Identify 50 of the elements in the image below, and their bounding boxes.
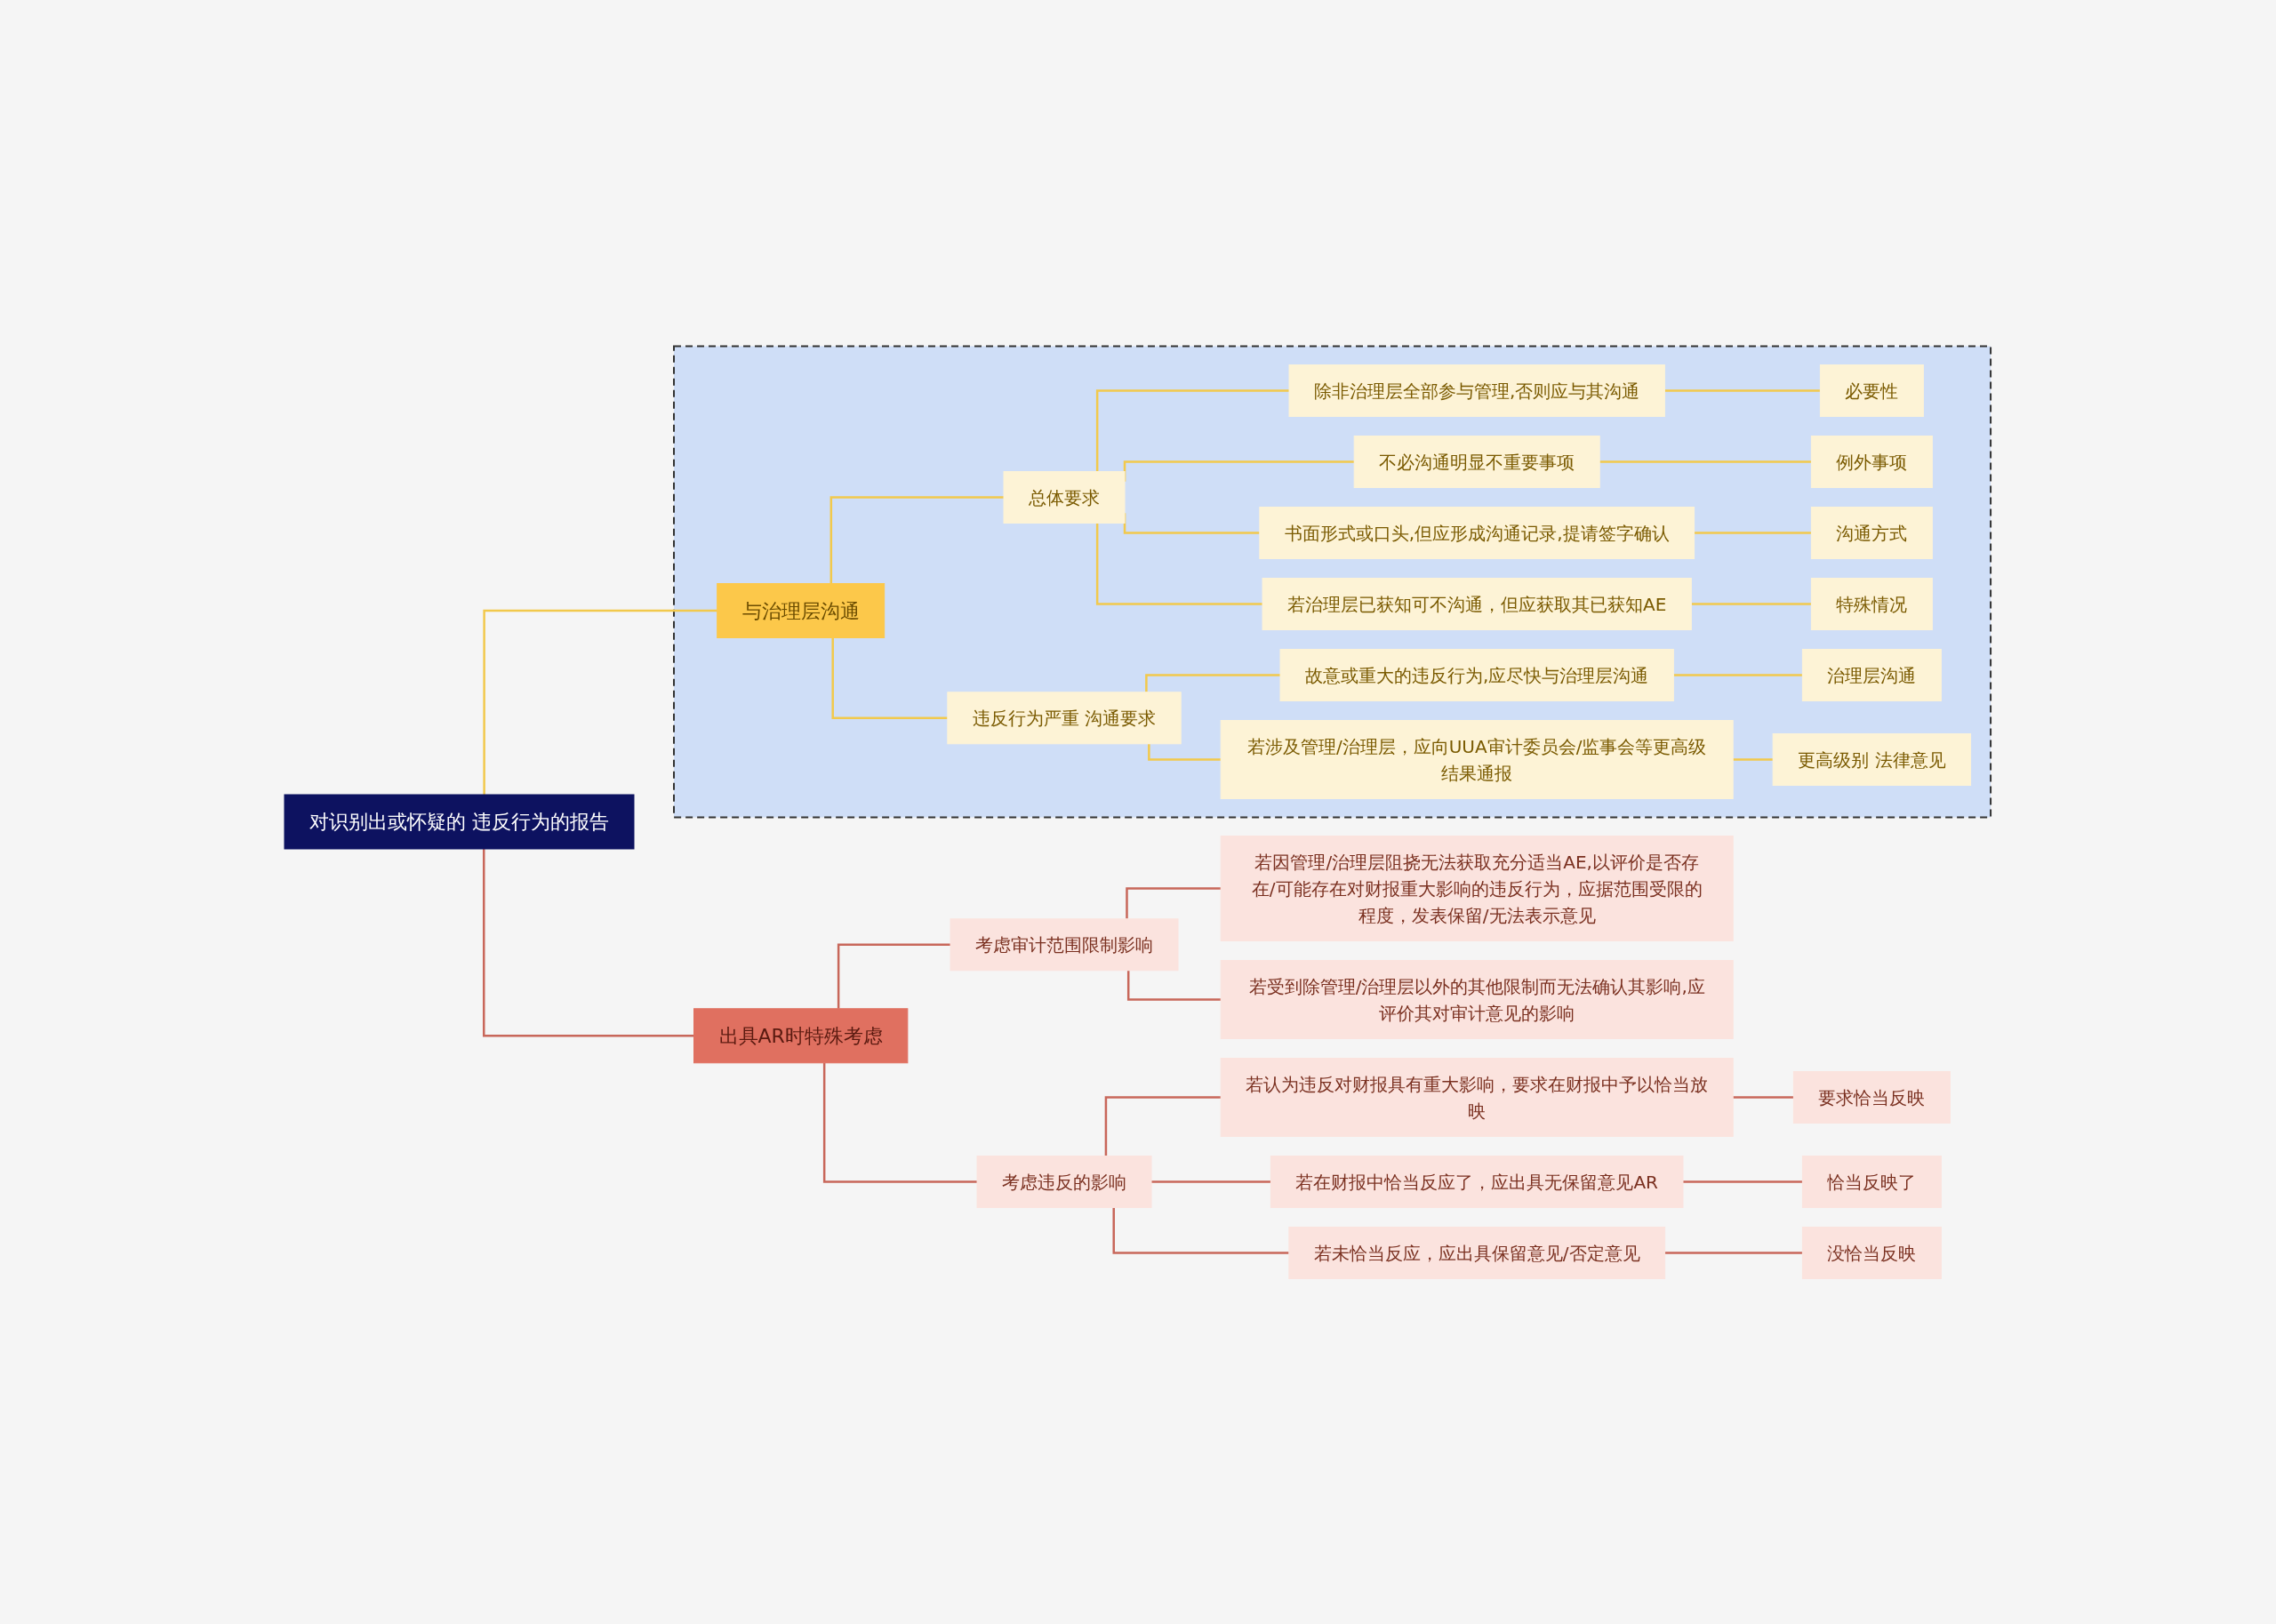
node-box: 若因管理/治理层阻挠无法获取充分适当AE,以评价是否存在/可能存在对财报重大影响的违反行为，应据范围受限的程度，发表保留/无法表示意见 bbox=[1221, 835, 1735, 941]
node-box: 总体要求 bbox=[1004, 470, 1126, 524]
connector bbox=[1096, 388, 1290, 471]
connector bbox=[1732, 1095, 1794, 1099]
node-box: 更高级别 法律意见 bbox=[1773, 732, 1972, 786]
connector bbox=[1145, 673, 1281, 692]
connector bbox=[830, 495, 1005, 583]
connector bbox=[1096, 523, 1263, 605]
connector bbox=[1663, 388, 1821, 392]
node-box: 若受到除管理/治理层以外的其他限制而无法确认其影响,应评价其对审计意见的影响 bbox=[1221, 959, 1735, 1039]
cluster bbox=[673, 345, 1992, 818]
node-box: 考虑审计范围限制影响 bbox=[950, 917, 1179, 971]
node-box: 故意或重大的违反行为,应尽快与治理层沟通 bbox=[1280, 648, 1675, 701]
node-box: 考虑违反的影响 bbox=[977, 1155, 1152, 1208]
connector bbox=[1127, 970, 1222, 1001]
connector bbox=[831, 637, 949, 719]
connector bbox=[1112, 1207, 1290, 1254]
node-box: 与治理层沟通 bbox=[717, 582, 886, 638]
connector bbox=[1105, 1095, 1222, 1156]
connector bbox=[1690, 602, 1812, 605]
connector bbox=[823, 1062, 978, 1183]
connector bbox=[483, 848, 694, 1036]
node-box: 治理层沟通 bbox=[1802, 648, 1943, 701]
connector bbox=[1599, 460, 1812, 463]
node-box: 若未恰当反应，应出具保留意见/否定意见 bbox=[1288, 1226, 1666, 1279]
connector bbox=[1672, 673, 1803, 676]
node-box: 必要性 bbox=[1820, 364, 1925, 417]
node-box: 除非治理层全部参与管理,否则应与其沟通 bbox=[1289, 364, 1666, 417]
node-box: 若在财报中恰当反应了，应出具无保留意见AR bbox=[1270, 1155, 1684, 1208]
node-box: 违反行为严重 沟通要求 bbox=[947, 691, 1182, 744]
node-box: 书面形式或口头,但应形成沟通记录,提请签字确认 bbox=[1259, 506, 1695, 559]
node-box: 要求恰当反映 bbox=[1793, 1070, 1951, 1124]
connector bbox=[483, 609, 718, 795]
node-box: 例外事项 bbox=[1811, 435, 1934, 488]
connector bbox=[1126, 886, 1222, 919]
connector bbox=[1150, 1180, 1271, 1183]
node-box: 出具AR时特殊考虑 bbox=[693, 1007, 909, 1063]
connector bbox=[1682, 1180, 1803, 1183]
node-box: 特殊情况 bbox=[1811, 577, 1934, 630]
node-box: 不必沟通明显不重要事项 bbox=[1354, 435, 1601, 488]
node-box: 没恰当反映 bbox=[1802, 1226, 1943, 1279]
node-box: 对识别出或怀疑的 违反行为的报告 bbox=[284, 794, 635, 849]
connector bbox=[1148, 743, 1222, 761]
node-box: 沟通方式 bbox=[1811, 506, 1934, 559]
connector bbox=[1732, 757, 1774, 761]
connector bbox=[837, 943, 951, 1009]
node-box: 恰当反映了 bbox=[1802, 1155, 1943, 1208]
node-box: 若涉及管理/治理层，应向UUA审计委员会/监事会等更高级结果通报 bbox=[1221, 719, 1735, 799]
node-box: 若认为违反对财报具有重大影响，要求在财报中予以恰当放映 bbox=[1221, 1057, 1735, 1137]
node-box: 若治理层已获知可不沟通，但应获取其已获知AE bbox=[1262, 577, 1693, 630]
